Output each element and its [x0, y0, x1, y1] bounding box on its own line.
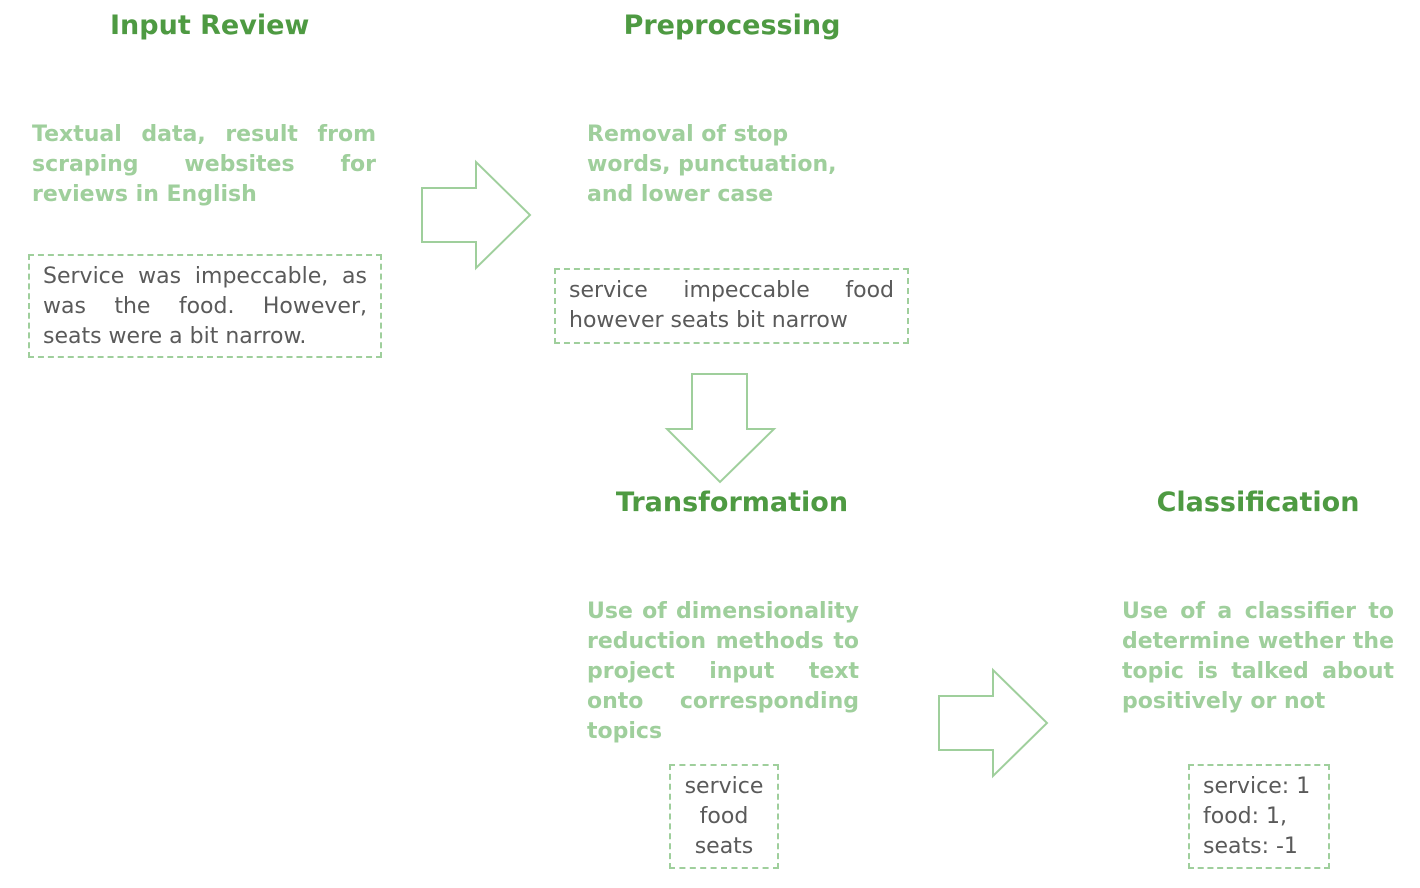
step-preprocessing-example: service impeccable food however seats bi…: [554, 268, 909, 344]
step-transformation-example: service food seats: [669, 764, 779, 869]
topic-line: service: [684, 774, 764, 799]
step-transformation-description: Use of dimensionality reduction methods …: [587, 599, 859, 744]
step-classification-description: Use of a classifier to determine wether …: [1122, 599, 1394, 714]
classification-line: seats: -1: [1203, 834, 1298, 859]
classification-line: service: 1: [1203, 774, 1311, 799]
topic-line: seats: [694, 834, 754, 859]
step-preprocessing-title: Preprocessing: [623, 10, 841, 41]
arrow-right-icon: [938, 667, 1049, 779]
step-input-review-example: Service was impeccable, as was the food.…: [28, 254, 382, 358]
topic-line: food: [699, 804, 749, 829]
arrow-down-icon: [664, 373, 777, 484]
classification-line: food: 1,: [1203, 804, 1288, 829]
step-classification-example: service: 1 food: 1, seats: -1: [1188, 764, 1330, 869]
step-input-review-title: Input Review: [110, 10, 310, 41]
step-classification-title: Classification: [1156, 487, 1360, 518]
arrow-right-icon: [421, 159, 532, 271]
step-transformation-title: Transformation: [615, 487, 849, 518]
step-preprocessing-description: Removal of stop words, punctuation, and …: [587, 122, 837, 207]
step-input-review-description: Textual data, result from scraping websi…: [32, 122, 376, 207]
